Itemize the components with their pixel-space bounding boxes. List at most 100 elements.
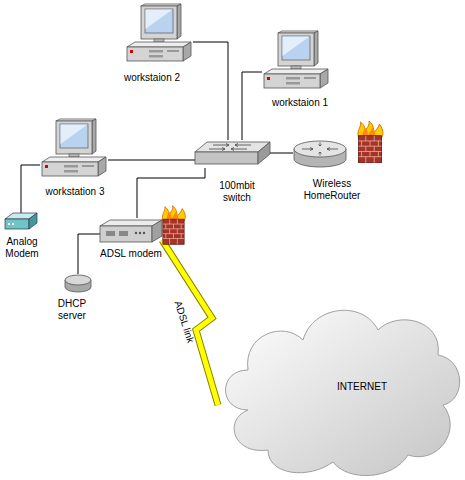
icon-part (302, 143, 338, 156)
cloud-node: INTERNET (218, 290, 463, 480)
icon-part (8, 223, 10, 225)
icon-part (61, 125, 88, 145)
modem-node: Analog Modem (5, 213, 37, 231)
connector-path (21, 165, 40, 213)
icon-part (141, 6, 177, 39)
workstation-icon (262, 30, 330, 92)
node-label: ADSL modem (91, 248, 171, 260)
workstation-icon (40, 118, 108, 180)
network-cable (270, 153, 293, 154)
icon-part (154, 39, 164, 42)
icon-part (195, 142, 270, 152)
icon-part (183, 42, 191, 61)
icon-part (177, 4, 181, 39)
icon-part (64, 170, 78, 173)
connector-path (162, 240, 218, 405)
connector-path (193, 42, 228, 140)
icon-part (139, 232, 141, 234)
node-label: INTERNET (322, 381, 402, 393)
icon-part (100, 220, 162, 226)
firewall-symbol (162, 206, 185, 245)
icon-part (283, 37, 310, 57)
modem-icon (5, 213, 37, 231)
network-cable (242, 72, 262, 140)
icon-part (106, 231, 115, 236)
node-label: 100mbit switch (214, 180, 260, 204)
connector-path (242, 72, 262, 140)
network-cable (21, 165, 40, 213)
icon-part (264, 74, 320, 88)
icon-part (98, 157, 106, 176)
server-disk-icon (64, 274, 92, 294)
icon-part (291, 66, 301, 69)
node-label: workstaion 1 (260, 97, 340, 109)
icon-part (135, 232, 137, 234)
icon-part (42, 162, 98, 176)
connector-path (162, 240, 218, 405)
workstation-node: workstaion 1 (262, 30, 330, 92)
icon-part (149, 55, 163, 58)
icon-part (127, 42, 191, 47)
network-cable (78, 234, 100, 274)
icon-part (56, 121, 92, 154)
icon-part (320, 69, 328, 88)
node-label: workstation 3 (35, 186, 115, 198)
icon-part (209, 144, 251, 151)
icon-part (119, 231, 128, 236)
icon-part (226, 310, 460, 475)
server-node: DHCP server (64, 274, 92, 294)
icon-part (304, 77, 316, 79)
icon-part (42, 157, 106, 162)
connector-path (78, 234, 100, 274)
icon-part (286, 77, 300, 80)
icon-part (130, 50, 133, 53)
workstation-icon (125, 3, 193, 65)
icon-part (64, 165, 78, 168)
icon-part (12, 223, 14, 225)
node-label: DHCP server (53, 298, 91, 322)
icon-part (92, 119, 96, 154)
icon-part (146, 10, 173, 30)
lightning-link (162, 240, 218, 405)
network-cable (108, 160, 195, 161)
icon-part (145, 9, 173, 33)
icon-part (264, 69, 328, 74)
node-label: Wireless HomeRouter (300, 178, 364, 202)
icon-part (278, 33, 314, 66)
router-node: Wireless HomeRouter (293, 140, 348, 168)
icon-part (29, 213, 37, 229)
icon-part (267, 77, 270, 80)
icon-part (286, 82, 300, 85)
switch-icon (195, 140, 270, 168)
icon-part (127, 47, 183, 61)
modem-icon (100, 218, 162, 246)
icon-part (282, 36, 310, 60)
icon-part (149, 50, 163, 53)
network-cable (137, 168, 205, 218)
workstation-node: workstaion 2 (125, 3, 193, 65)
connector-path (137, 168, 205, 218)
icon-part (45, 165, 48, 168)
node-label: workstaion 2 (112, 72, 192, 84)
modem-node: ADSL modem (100, 218, 162, 246)
icon-part (314, 31, 318, 66)
icon-part (294, 141, 346, 157)
icon-part (60, 124, 88, 148)
switch-node: 100mbit switch (195, 140, 270, 168)
icon-part (69, 154, 79, 157)
icon-part (152, 220, 162, 242)
icon-part (100, 226, 152, 242)
network-cable (193, 42, 228, 140)
icon-part (167, 50, 179, 52)
firewall-symbol (358, 121, 383, 163)
edge-label: ADSL link (169, 292, 199, 353)
connector-path (270, 153, 293, 154)
icon-part (143, 232, 145, 234)
workstation-node: workstation 3 (40, 118, 108, 180)
icon-part (5, 219, 29, 229)
icon-part (258, 142, 270, 164)
icon-part (65, 275, 91, 285)
icon-part (195, 152, 258, 164)
